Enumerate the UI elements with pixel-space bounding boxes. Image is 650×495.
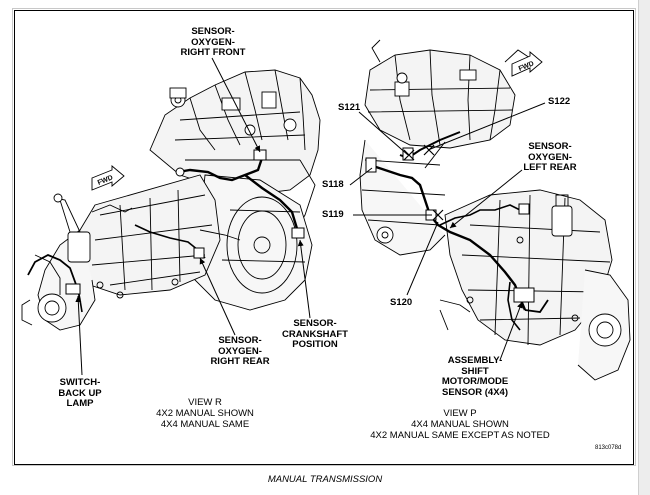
figure-id: 813c078d [595, 445, 622, 451]
right-wiring-harness [365, 131, 549, 331]
left-wiring-harness [27, 149, 305, 313]
connector-s120: S120 [390, 297, 413, 308]
outer-border [12, 8, 636, 466]
connector-s121: S121 [338, 102, 361, 113]
figure-border [14, 10, 634, 465]
label-sensor-crankshaft-position: SENSOR- CRANKSHAFT POSITION [282, 318, 348, 350]
label-assembly-shift-motor-mode-sensor: ASSEMBLY- SHIFT MOTOR/MODE SENSOR (4X4) [441, 355, 509, 398]
page-title: MANUAL TRANSMISSION [267, 474, 383, 485]
left-leader-lines [75, 57, 311, 376]
caption-view-r: VIEW R 4X2 MANUAL SHOWN 4X4 MANUAL SAME [156, 397, 254, 430]
connector-s122: S122 [548, 96, 571, 107]
right-leader-lines [349, 102, 546, 361]
left-engine-drawing [21, 69, 321, 331]
label-switch-back-up-lamp: SWITCH- BACK UP LAMP [58, 377, 102, 409]
caption-view-p: VIEW P 4X4 MANUAL SHOWN 4X2 MANUAL SAME … [370, 408, 550, 441]
connector-s119: S119 [322, 209, 344, 220]
connector-s118: S118 [322, 179, 344, 190]
label-sensor-oxygen-right-front: SENSOR- OXYGEN- RIGHT FRONT [180, 26, 246, 58]
fwd-arrow-right: FWD [511, 51, 543, 77]
label-sensor-oxygen-right-rear: SENSOR- OXYGEN- RIGHT REAR [210, 335, 270, 367]
fwd-arrow-left: FWD [91, 165, 125, 191]
page-scroll-edge [638, 0, 650, 495]
label-sensor-oxygen-left-rear: SENSOR- OXYGEN- LEFT REAR [523, 141, 577, 173]
